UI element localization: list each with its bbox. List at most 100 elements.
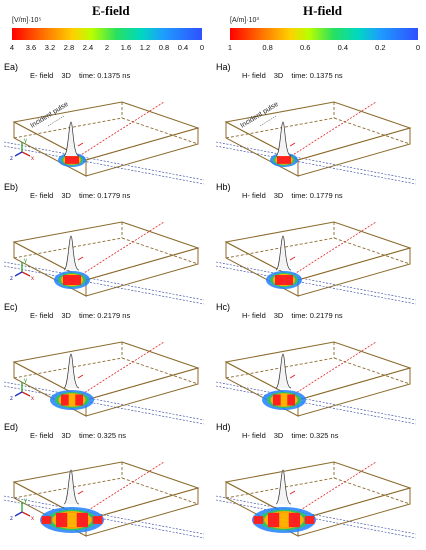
transmission-line-lower <box>215 499 417 539</box>
panel-mode: 3D <box>61 71 71 80</box>
y-axis-label: y <box>24 498 27 504</box>
x-axis-label: x <box>31 396 34 402</box>
gaussian-pulse-curve <box>63 469 80 505</box>
panel-mode: 3D <box>61 431 71 440</box>
y-axis-label: y <box>24 378 27 384</box>
colorbar-tick-label: 4 <box>9 43 15 52</box>
pulse-direction-arrow <box>289 490 296 495</box>
slab-hidden-edges <box>225 357 411 385</box>
panel-label: Eb) <box>4 182 19 192</box>
h-field-colorbar-gradient <box>230 28 418 40</box>
panel-label: Ed) <box>4 422 19 432</box>
slab-3d-scene: yxz <box>3 221 205 305</box>
panel-field-name: H- field <box>242 311 266 320</box>
slab-right-face <box>85 367 199 417</box>
panel-field-name: H- field <box>242 431 266 440</box>
slab-hidden-edges <box>225 237 411 265</box>
field-core-band <box>280 394 288 406</box>
field-distribution <box>252 507 316 533</box>
slab-right-face <box>85 247 199 297</box>
colorbar-tick-label: 0.4 <box>337 43 349 52</box>
slab-top-face <box>224 341 412 401</box>
colorbar-tick-label: 0.8 <box>158 43 170 52</box>
panel-label: Ha) <box>216 62 231 72</box>
gaussian-pulse-curve <box>63 235 80 271</box>
field-distribution <box>58 153 86 167</box>
colorbar-tick-label: 2.8 <box>63 43 75 52</box>
slab-hidden-edges <box>13 477 199 505</box>
slab-right-face <box>297 487 411 537</box>
panel-label: Hb) <box>216 182 231 192</box>
field-side-lobe <box>92 516 103 524</box>
slab-hidden-edges <box>225 117 411 145</box>
slab-hidden-edges <box>225 477 411 505</box>
x-axis-label: x <box>31 276 34 282</box>
field-core-hot <box>65 156 79 164</box>
panel-field-name: E- field <box>30 71 54 80</box>
colorbar-tick-label: 3.6 <box>25 43 37 52</box>
z-axis-label: z <box>10 396 13 402</box>
transmission-line-lower <box>3 385 205 425</box>
incident-pulse-label: Incident pulse <box>29 101 69 130</box>
x-axis-arrow <box>21 391 31 397</box>
z-axis-label: z <box>10 156 13 162</box>
x-axis-arrow <box>21 271 31 277</box>
slab-right-face <box>85 127 199 177</box>
slab-right-face <box>85 487 199 537</box>
panel-field-name: E- field <box>30 191 54 200</box>
incident-pulse-label: Incident pulse <box>239 101 279 130</box>
slab-top-face <box>224 221 412 281</box>
field-distribution <box>262 390 306 410</box>
propagation-axis-line <box>287 221 377 279</box>
colorbar-tick-label: 0.6 <box>299 43 311 52</box>
field-distribution <box>266 271 302 289</box>
h-field-title: H-field <box>303 3 342 18</box>
transmission-line-upper <box>3 381 205 421</box>
panel-time: time: 0.325 ns <box>78 431 127 440</box>
transmission-line-lower <box>3 145 205 185</box>
z-axis-label: z <box>10 276 13 282</box>
propagation-axis-line <box>75 341 165 399</box>
slab-right-face <box>297 367 411 417</box>
propagation-axis-line <box>75 221 165 279</box>
slab-hidden-edges <box>13 117 199 145</box>
colorbar-tick-label: 3.2 <box>44 43 56 52</box>
field-side-lobe <box>304 516 315 524</box>
transmission-line-lower <box>215 385 417 425</box>
pulse-direction-arrow <box>289 142 296 147</box>
transmission-line-upper <box>3 261 205 301</box>
field-distribution <box>54 271 90 289</box>
panel-time: time: 0.2179 ns <box>78 311 131 320</box>
z-axis-arrow <box>14 151 23 157</box>
slab-hidden-edges <box>13 237 199 265</box>
slab-3d-scene: Incident pulse <box>215 101 417 185</box>
propagation-axis-line <box>75 101 165 159</box>
slab-right-face <box>297 127 411 177</box>
slab-3d-scene <box>215 221 417 305</box>
slab-3d-scene <box>215 341 417 425</box>
panel-mode: 3D <box>273 311 284 320</box>
colorbar-tick-label: 2.4 <box>82 43 94 52</box>
z-axis-arrow <box>14 391 23 397</box>
slab-hidden-edges <box>13 357 199 385</box>
panel-mode: 3D <box>273 191 284 200</box>
panel-label: Hc) <box>216 302 230 312</box>
pulse-direction-arrow <box>289 256 296 261</box>
slab-top-face <box>224 101 412 161</box>
panel-time: time: 0.1779 ns <box>78 191 131 200</box>
panel-time: time: 0.1375 ns <box>291 71 343 80</box>
gaussian-pulse-curve <box>63 353 80 389</box>
field-distribution <box>270 153 298 167</box>
field-core-hot <box>275 275 293 285</box>
panel-field-name: H- field <box>242 71 266 80</box>
field-core-band <box>67 512 77 528</box>
colorbar-tick-label: 0 <box>199 43 205 52</box>
